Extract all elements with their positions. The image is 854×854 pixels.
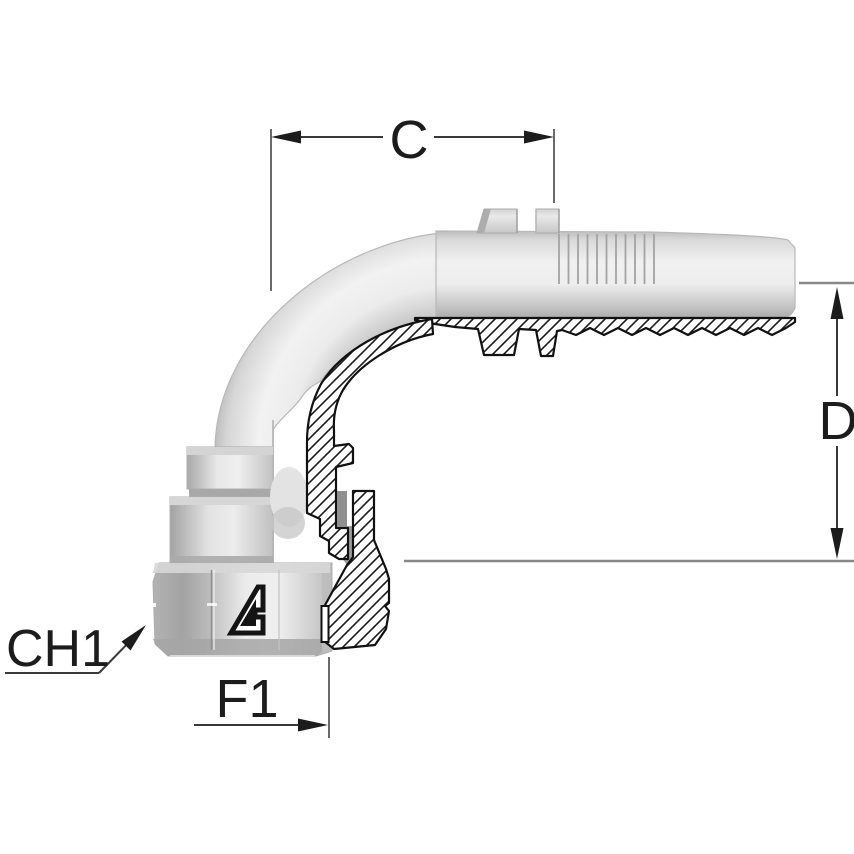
- callout-ch1-label: CH1: [6, 620, 110, 678]
- hex-nut-top-facet: [153, 563, 330, 573]
- arrowhead-down: [830, 528, 844, 559]
- arrowhead-leader: [121, 625, 146, 651]
- section-nut-wall: [322, 489, 391, 651]
- arrowhead-up: [830, 287, 844, 319]
- dimension-f1: F1: [194, 657, 330, 738]
- arm-collar-2: [535, 208, 560, 234]
- bore-shading: [270, 467, 308, 539]
- section-hose-tail-wall: [413, 316, 797, 358]
- hex-nut: [142, 562, 333, 657]
- dimension-d: D: [404, 281, 854, 563]
- callout-ch1: CH1: [5, 620, 146, 678]
- section-nose-land: [320, 605, 330, 643]
- barb-serrations: [558, 234, 655, 284]
- ring-groove: [189, 489, 273, 497]
- arrowhead-right: [524, 130, 554, 144]
- swivel-neck: [169, 496, 274, 568]
- dimension-c: C: [270, 110, 555, 291]
- section-elbow-wall: [305, 317, 435, 561]
- dimension-f1-label: F1: [215, 669, 278, 729]
- dimension-d-label: D: [819, 391, 854, 451]
- thread-gap-slot: [337, 491, 347, 527]
- arm-collar-1: [476, 208, 518, 234]
- arrowhead-right: [298, 718, 328, 732]
- swivel-ring-1: [186, 446, 274, 490]
- manufacturer-logo-icon: [226, 584, 266, 636]
- dimension-c-label: C: [390, 110, 429, 170]
- arrowhead-left: [271, 130, 301, 144]
- hex-nut-bottom-chamfer: [153, 639, 322, 656]
